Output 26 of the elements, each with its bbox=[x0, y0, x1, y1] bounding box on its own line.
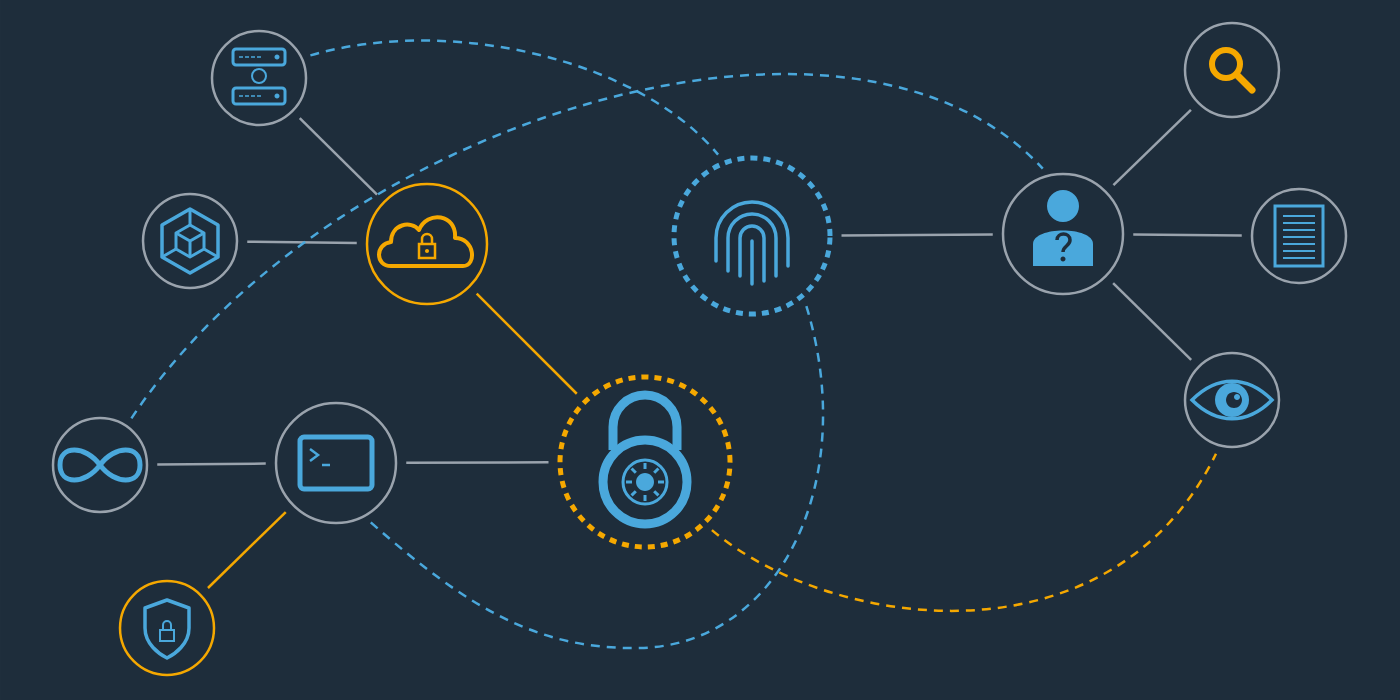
connector-line bbox=[1112, 108, 1192, 186]
document-icon bbox=[1250, 187, 1348, 285]
search-icon bbox=[1183, 21, 1281, 119]
user-icon bbox=[1001, 172, 1125, 296]
server-icon bbox=[210, 29, 308, 127]
connector-line bbox=[1112, 282, 1193, 361]
connector-line bbox=[841, 233, 993, 237]
dashed-connector bbox=[310, 39, 719, 156]
connector-line bbox=[1133, 233, 1242, 237]
eye-icon bbox=[1183, 351, 1281, 449]
dashed-connector bbox=[369, 305, 824, 650]
connector-line bbox=[475, 292, 578, 395]
shield-icon bbox=[118, 579, 216, 677]
dashed-connector bbox=[711, 453, 1218, 612]
connector-line bbox=[298, 117, 378, 196]
connector-line bbox=[207, 511, 287, 589]
connector-line bbox=[406, 461, 549, 464]
cloud-lock-icon bbox=[365, 182, 489, 306]
terminal-icon bbox=[274, 401, 398, 525]
infinity-icon bbox=[51, 416, 149, 514]
dashed-connector bbox=[130, 73, 1044, 420]
padlock-icon bbox=[557, 374, 733, 550]
connector-line bbox=[247, 240, 357, 245]
connector-line bbox=[157, 462, 266, 466]
fingerprint-icon bbox=[671, 155, 833, 317]
cube-icon bbox=[141, 192, 239, 290]
